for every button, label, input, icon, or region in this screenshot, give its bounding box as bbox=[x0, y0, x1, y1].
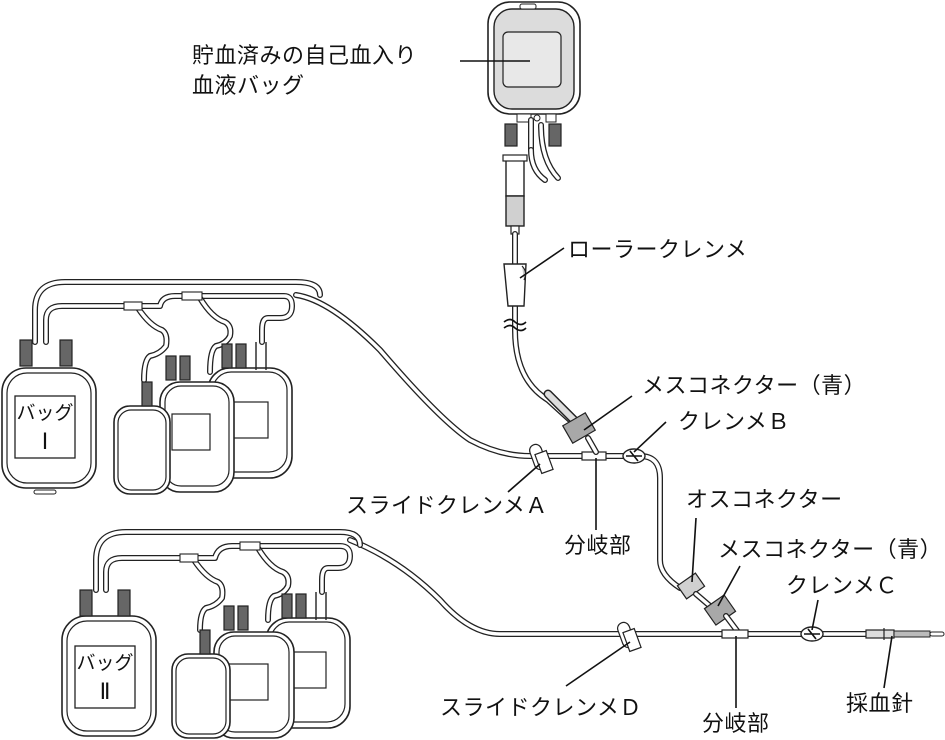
collection-needle bbox=[865, 628, 945, 640]
bag-1-label: バッグ Ⅰ bbox=[15, 398, 75, 458]
leader-needle bbox=[883, 635, 893, 689]
leader-female-connector-1 bbox=[583, 395, 633, 431]
label-male-connector: オスコネクター bbox=[686, 488, 843, 513]
label-clamp-c: クレンメＣ bbox=[786, 574, 898, 599]
slide-clamp-d bbox=[617, 621, 642, 653]
label-slide-clamp-d: スライドクレンメＤ bbox=[440, 696, 642, 721]
leader-male-connector bbox=[691, 517, 697, 583]
leader-clamp-b bbox=[633, 421, 667, 453]
label-autologous-bag-line2: 血液バッグ bbox=[192, 74, 305, 99]
label-branch-1: 分岐部 bbox=[564, 534, 632, 559]
label-female-connector-blue-2: メスコネクター（青） bbox=[718, 538, 943, 563]
leader-clamp-c bbox=[811, 599, 819, 631]
label-female-connector-blue-1: メスコネクター（青） bbox=[642, 374, 867, 399]
clamp-b bbox=[622, 448, 646, 464]
bag-set-2 bbox=[61, 529, 363, 739]
bag-1-label-line2: Ⅰ bbox=[41, 430, 49, 455]
label-roller-clamp: ローラークレンメ bbox=[568, 238, 748, 263]
female-connector-blue-1 bbox=[561, 412, 597, 444]
leader-female-connector-2 bbox=[717, 565, 741, 607]
label-branch-2: 分岐部 bbox=[702, 712, 770, 737]
autologous-blood-bag bbox=[487, 1, 581, 235]
label-slide-clamp-a: スライドクレンメＡ bbox=[346, 494, 548, 519]
bag-1-label-line1: バッグ bbox=[16, 402, 74, 424]
branch-2 bbox=[721, 629, 749, 639]
bag-2-label-line1: バッグ bbox=[76, 652, 134, 674]
bag-2-label-line2: Ⅱ bbox=[99, 680, 111, 705]
label-autologous-bag-line1: 貯血済みの自己血入り bbox=[192, 44, 418, 69]
leader-slide-clamp-a bbox=[507, 463, 541, 493]
leader-slide-clamp-d bbox=[565, 641, 631, 687]
label-needle: 採血針 bbox=[846, 692, 914, 717]
bag-2-label: バッグ Ⅱ bbox=[75, 648, 135, 708]
roller-clamp bbox=[503, 263, 527, 307]
leader-roller-clamp bbox=[519, 247, 565, 279]
slide-clamp-a bbox=[529, 443, 554, 475]
label-clamp-b: クレンメＢ bbox=[678, 410, 790, 435]
bag-set-1 bbox=[1, 279, 323, 495]
